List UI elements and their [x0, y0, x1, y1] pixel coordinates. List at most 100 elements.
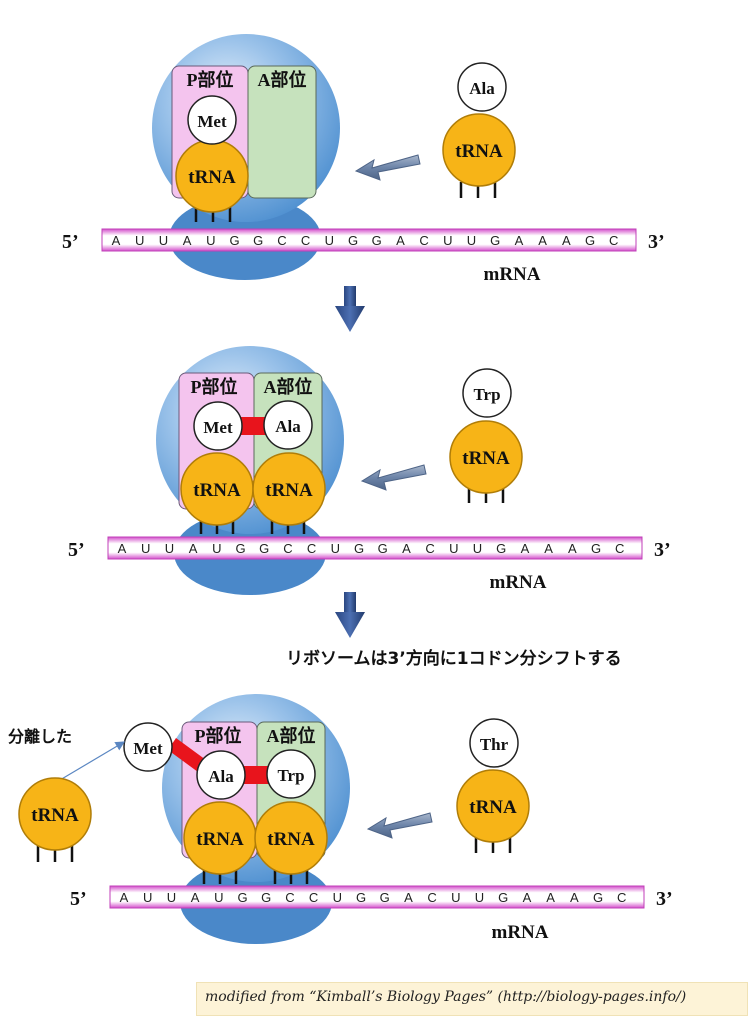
svg-text:tRNA: tRNA	[469, 797, 517, 818]
nucleotide: G	[354, 541, 364, 556]
nucleotide: U	[443, 233, 452, 248]
nucleotide: A	[546, 890, 555, 905]
p-site-label: P部位	[195, 725, 242, 746]
nucleotide: U	[467, 233, 476, 248]
mrna-label: mRNA	[492, 922, 549, 943]
a-site-label: A部位	[258, 69, 307, 90]
incoming-amino-acid	[457, 62, 507, 112]
amino-acid-a-site	[263, 400, 313, 450]
three-prime-label: 3’	[656, 888, 673, 910]
nucleotide: U	[473, 541, 482, 556]
incoming-trna: tRNA Ala	[442, 62, 516, 198]
nucleotide: G	[498, 890, 508, 905]
incoming-amino-acid	[469, 718, 519, 768]
trna-p-site: tRNA	[183, 801, 257, 884]
nucleotide: U	[206, 233, 215, 248]
trna-p-site: tRNA	[180, 452, 254, 534]
nucleotide: U	[159, 233, 168, 248]
nucleotide: A	[544, 541, 553, 556]
nucleotide: C	[301, 233, 310, 248]
nucleotide: G	[380, 890, 390, 905]
nucleotide: C	[609, 233, 618, 248]
svg-text:Ala: Ala	[275, 417, 301, 436]
nucleotide: U	[167, 890, 176, 905]
shift-caption: リボソームは3’方向に1コドン分シフトする	[286, 648, 622, 669]
nucleotide: G	[348, 233, 358, 248]
nucleotide: U	[165, 541, 174, 556]
release-pointer	[59, 741, 126, 781]
nucleotide: A	[523, 890, 532, 905]
nucleotide: G	[585, 233, 595, 248]
nucleotide: A	[191, 890, 200, 905]
nucleotide: U	[331, 541, 340, 556]
nucleotide: G	[496, 541, 506, 556]
nucleotide: C	[425, 541, 434, 556]
p-site-label: P部位	[191, 376, 238, 397]
svg-text:tRNA: tRNA	[188, 167, 236, 188]
svg-text:Trp: Trp	[277, 766, 304, 785]
nucleotide: C	[427, 890, 436, 905]
down-arrow-2	[335, 592, 365, 638]
svg-text:Ala: Ala	[469, 79, 495, 98]
incoming-amino-acid	[462, 368, 512, 418]
svg-text:Met: Met	[133, 739, 163, 758]
nucleotide: A	[538, 233, 547, 248]
nucleotide: A	[402, 541, 411, 556]
nucleotide: U	[325, 233, 334, 248]
svg-text:tRNA: tRNA	[455, 141, 503, 162]
nucleotide: A	[189, 541, 198, 556]
side-arrow	[366, 812, 433, 839]
credit-text: modified from “Kimball’s Biology Pages” …	[205, 989, 687, 1005]
nucleotide: A	[396, 233, 405, 248]
svg-text:Met: Met	[203, 418, 233, 437]
five-prime-label: 5’	[70, 888, 87, 910]
svg-text:tRNA: tRNA	[31, 805, 79, 826]
side-arrow	[354, 154, 421, 181]
incoming-trna: tRNA Trp	[449, 368, 523, 503]
nucleotide: A	[112, 233, 121, 248]
nucleotide: G	[372, 233, 382, 248]
released-trna: tRNA	[18, 777, 92, 862]
nucleotide: A	[562, 233, 571, 248]
peptide-bond-released	[168, 738, 206, 772]
nucleotide: A	[515, 233, 524, 248]
nucleotide: U	[141, 541, 150, 556]
nucleotide: U	[212, 541, 221, 556]
nucleotide: G	[356, 890, 366, 905]
svg-text:Thr: Thr	[480, 735, 509, 754]
nucleotide: G	[237, 890, 247, 905]
five-prime-label: 5’	[62, 231, 79, 253]
nucleotide: G	[593, 890, 603, 905]
nucleotide: C	[309, 890, 318, 905]
nucleotide: U	[214, 890, 223, 905]
amino-acid-p-site	[193, 401, 243, 451]
nucleotide: U	[451, 890, 460, 905]
svg-text:Met: Met	[197, 112, 227, 131]
panel-3: P部位 A部位 tRNA tRNA Met Ala Trp 分離した	[8, 694, 673, 944]
incoming-trna: tRNA Thr	[456, 718, 530, 853]
svg-text:Ala: Ala	[208, 767, 234, 786]
three-prime-label: 3’	[654, 539, 671, 561]
nucleotide: A	[570, 890, 579, 905]
nucleotide: G	[259, 541, 269, 556]
trna-p-site: tRNA Met	[175, 95, 249, 222]
nucleotide: G	[591, 541, 601, 556]
nucleotide: A	[118, 541, 127, 556]
nucleotide: G	[235, 541, 245, 556]
three-prime-label: 3’	[648, 231, 665, 253]
nucleotide: A	[183, 233, 192, 248]
five-prime-label: 5’	[68, 539, 85, 561]
trna-a-site: tRNA	[252, 452, 326, 534]
nucleotide: A	[404, 890, 413, 905]
credit-box: modified from “Kimball’s Biology Pages” …	[196, 982, 748, 1016]
nucleotide: U	[333, 890, 342, 905]
nucleotide: C	[277, 233, 286, 248]
nucleotide: G	[378, 541, 388, 556]
nucleotide: U	[135, 233, 144, 248]
a-site-label: A部位	[264, 376, 313, 397]
a-site-box	[247, 65, 317, 199]
